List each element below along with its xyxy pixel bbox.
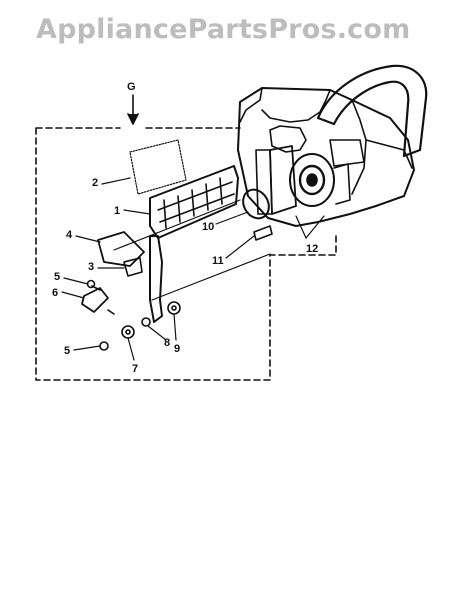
part-1-hand-guard [149,165,239,239]
callout-5-upper: 5 [54,271,60,283]
part-8-washer [141,317,151,327]
callout-3: 3 [88,261,94,273]
part-2-label-plate [129,139,187,195]
callout-11: 11 [212,255,224,267]
watermark-text: AppliancePartsPros.com [36,14,411,45]
part-5-screw-lower [99,341,109,351]
saw-housing [237,87,415,227]
part-11-bolt [253,225,273,241]
callout-10: 10 [202,221,214,233]
top-handle [316,64,428,158]
callout-4: 4 [66,229,73,241]
callout-2: 2 [92,177,98,189]
group-arrow-head [127,113,139,125]
callout-7: 7 [132,363,138,375]
part-7-washer [121,325,135,339]
group-label-g: G [127,81,136,93]
part-10-ring [242,188,270,220]
group-boundary [35,127,337,381]
part-9-washer [167,301,181,315]
leader-lines [61,177,325,361]
brake-lever-arm [149,235,163,323]
callout-8: 8 [164,337,170,349]
callout-12: 12 [306,243,318,255]
callout-9: 9 [174,343,180,355]
part-4-cover [97,231,145,267]
callout-6: 6 [52,287,58,299]
callout-1: 1 [114,205,120,217]
clutch-assembly [255,145,351,215]
callout-5-lower: 5 [64,345,70,357]
part-6-block [81,287,109,313]
part-3-spring [123,257,143,277]
